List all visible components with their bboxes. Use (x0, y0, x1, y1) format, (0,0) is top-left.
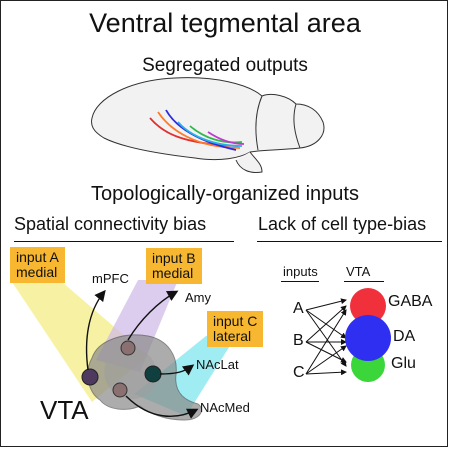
gaba-cell (350, 288, 386, 324)
outputs-heading: Segregated outputs (142, 55, 308, 76)
input-c-side: lateral (213, 328, 252, 344)
input-c-tag: input C lateral (207, 311, 264, 347)
cell-type-underline (257, 241, 442, 242)
input-a-side: medial (16, 264, 58, 280)
cell-type-da: DA (393, 328, 416, 345)
input-letter-c: C (293, 364, 305, 381)
target-nacmed: NAcMed (200, 400, 250, 415)
arrow-mpfc (85, 289, 106, 371)
arrow-nacmed (125, 395, 199, 419)
input-letter-b: B (293, 332, 304, 349)
cell-type-gaba: GABA (388, 293, 433, 310)
arrow-amy (127, 290, 179, 341)
inputs-column-header: inputs (283, 264, 318, 279)
projection-lines (149, 109, 245, 151)
cell-type-heading: Lack of cell type-bias (258, 214, 427, 234)
vta-header-underline (344, 281, 384, 282)
input-c-name: input C (213, 313, 258, 329)
input-letter-a: A (293, 300, 304, 317)
figure-title: Ventral tegmental area (89, 8, 361, 38)
neuron-medial-2 (120, 340, 136, 356)
vta-column-header: VTA (346, 264, 371, 279)
neuron-medial-1 (81, 368, 99, 386)
neuron-medial-3 (112, 382, 128, 398)
cell-type-glu: Glu (391, 355, 416, 372)
input-a-name: input A (16, 249, 59, 265)
input-a-tag: input A medial (10, 247, 65, 283)
inputs-heading: Topologically-organized inputs (91, 183, 359, 205)
inputs-header-underline (281, 281, 319, 282)
target-mpfc: mPFC (92, 271, 129, 286)
da-cell (345, 315, 391, 361)
arrow-naclat (159, 364, 195, 376)
input-b-tag: input B medial (146, 248, 202, 284)
target-amy: Amy (185, 290, 211, 305)
input-connection-arrows (305, 298, 347, 376)
neuron-lateral (144, 365, 162, 383)
vta-region-label: VTA (40, 395, 89, 425)
spatial-bias-heading: Spatial connectivity bias (14, 214, 207, 234)
input-b-name: input B (152, 250, 196, 266)
spatial-bias-underline (14, 241, 234, 242)
brain-outline (91, 77, 325, 173)
input-b-side: medial (152, 265, 194, 281)
target-naclat: NAcLat (196, 357, 239, 372)
